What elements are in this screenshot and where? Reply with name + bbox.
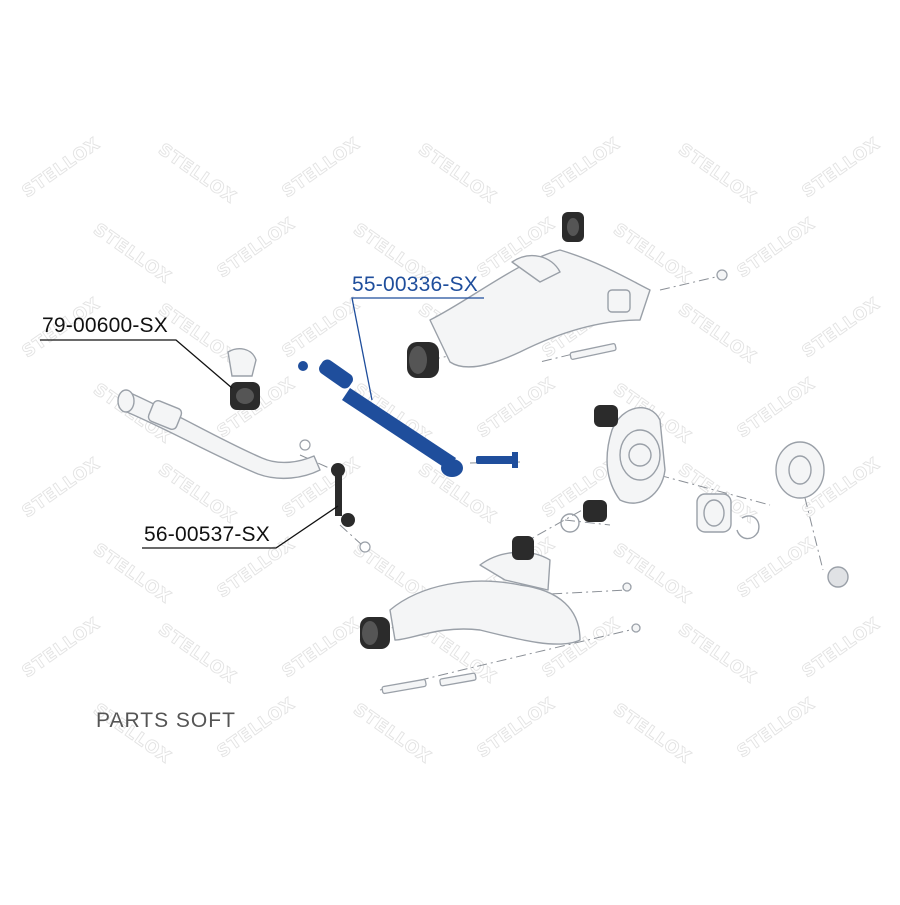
watermark-stellox: STELLOX <box>674 620 760 688</box>
watermark-stellox: STELLOX <box>349 700 435 768</box>
stabilizer-bar <box>117 389 321 479</box>
steering-knuckle <box>606 407 666 504</box>
callout-stabilizer-link[interactable]: 56-00537-SX <box>144 523 270 546</box>
wheel-bearing <box>560 493 760 540</box>
watermark-stellox: STELLOX <box>799 134 885 202</box>
leader-lines <box>40 297 484 549</box>
watermark-stellox: STELLOX <box>799 614 885 682</box>
watermark-stellox: STELLOX <box>539 134 625 202</box>
upper-arm-bushing-front <box>407 342 439 378</box>
watermark-stellox: STELLOX <box>154 620 240 688</box>
watermark-stellox: STELLOX <box>734 374 820 442</box>
watermark-stellox: STELLOX <box>279 614 365 682</box>
leader-55-00336 <box>351 297 484 401</box>
watermark-stellox: STELLOX <box>214 214 300 282</box>
watermark-stellox: STELLOX <box>19 454 105 522</box>
upper-arm-bushing-top <box>562 212 584 242</box>
leader-56-00537 <box>142 505 339 549</box>
watermark-stellox: STELLOX <box>474 374 560 442</box>
stabilizer-bushing[interactable] <box>227 348 260 410</box>
watermark-stellox: STELLOX <box>19 134 105 202</box>
watermark-stellox: STELLOX <box>19 614 105 682</box>
watermark-stellox: STELLOX <box>279 294 365 362</box>
stabilizer-link[interactable] <box>299 439 371 553</box>
wheel-hub <box>775 441 849 588</box>
watermark-stellox: STELLOX <box>414 140 500 208</box>
knuckle-bushings <box>583 405 618 522</box>
watermark-stellox: STELLOX <box>279 134 365 202</box>
watermark-stellox: STELLOX <box>89 540 175 608</box>
watermark-stellox: STELLOX <box>609 540 695 608</box>
lower-arm-bolts <box>381 582 641 695</box>
watermark-stellox: STELLOX <box>609 700 695 768</box>
watermark-stellox: STELLOX <box>734 534 820 602</box>
callout-lateral-control-arm[interactable]: 55-00336-SX <box>352 273 478 296</box>
upper-control-arm <box>429 249 651 368</box>
watermark-stellox: STELLOX <box>154 460 240 528</box>
upper-arm-bolts <box>569 269 728 360</box>
watermark-stellox: STELLOX <box>89 220 175 288</box>
watermark-stellox: STELLOX <box>799 294 885 362</box>
leader-79-00600 <box>40 339 233 389</box>
lateral-control-arm[interactable] <box>298 357 518 477</box>
watermark-stellox: STELLOX <box>734 694 820 762</box>
watermark-stellox: STELLOX <box>674 140 760 208</box>
callout-stabilizer-bushing[interactable]: 79-00600-SX <box>42 314 168 337</box>
watermark-stellox: STELLOX <box>734 214 820 282</box>
footer-brand: PARTS SOFT <box>96 709 236 732</box>
lower-arm-bushings <box>360 536 534 649</box>
lower-control-arm <box>389 551 581 645</box>
watermark-stellox: STELLOX <box>474 694 560 762</box>
watermark-stellox: STELLOX <box>154 140 240 208</box>
watermark-stellox: STELLOX <box>674 300 760 368</box>
